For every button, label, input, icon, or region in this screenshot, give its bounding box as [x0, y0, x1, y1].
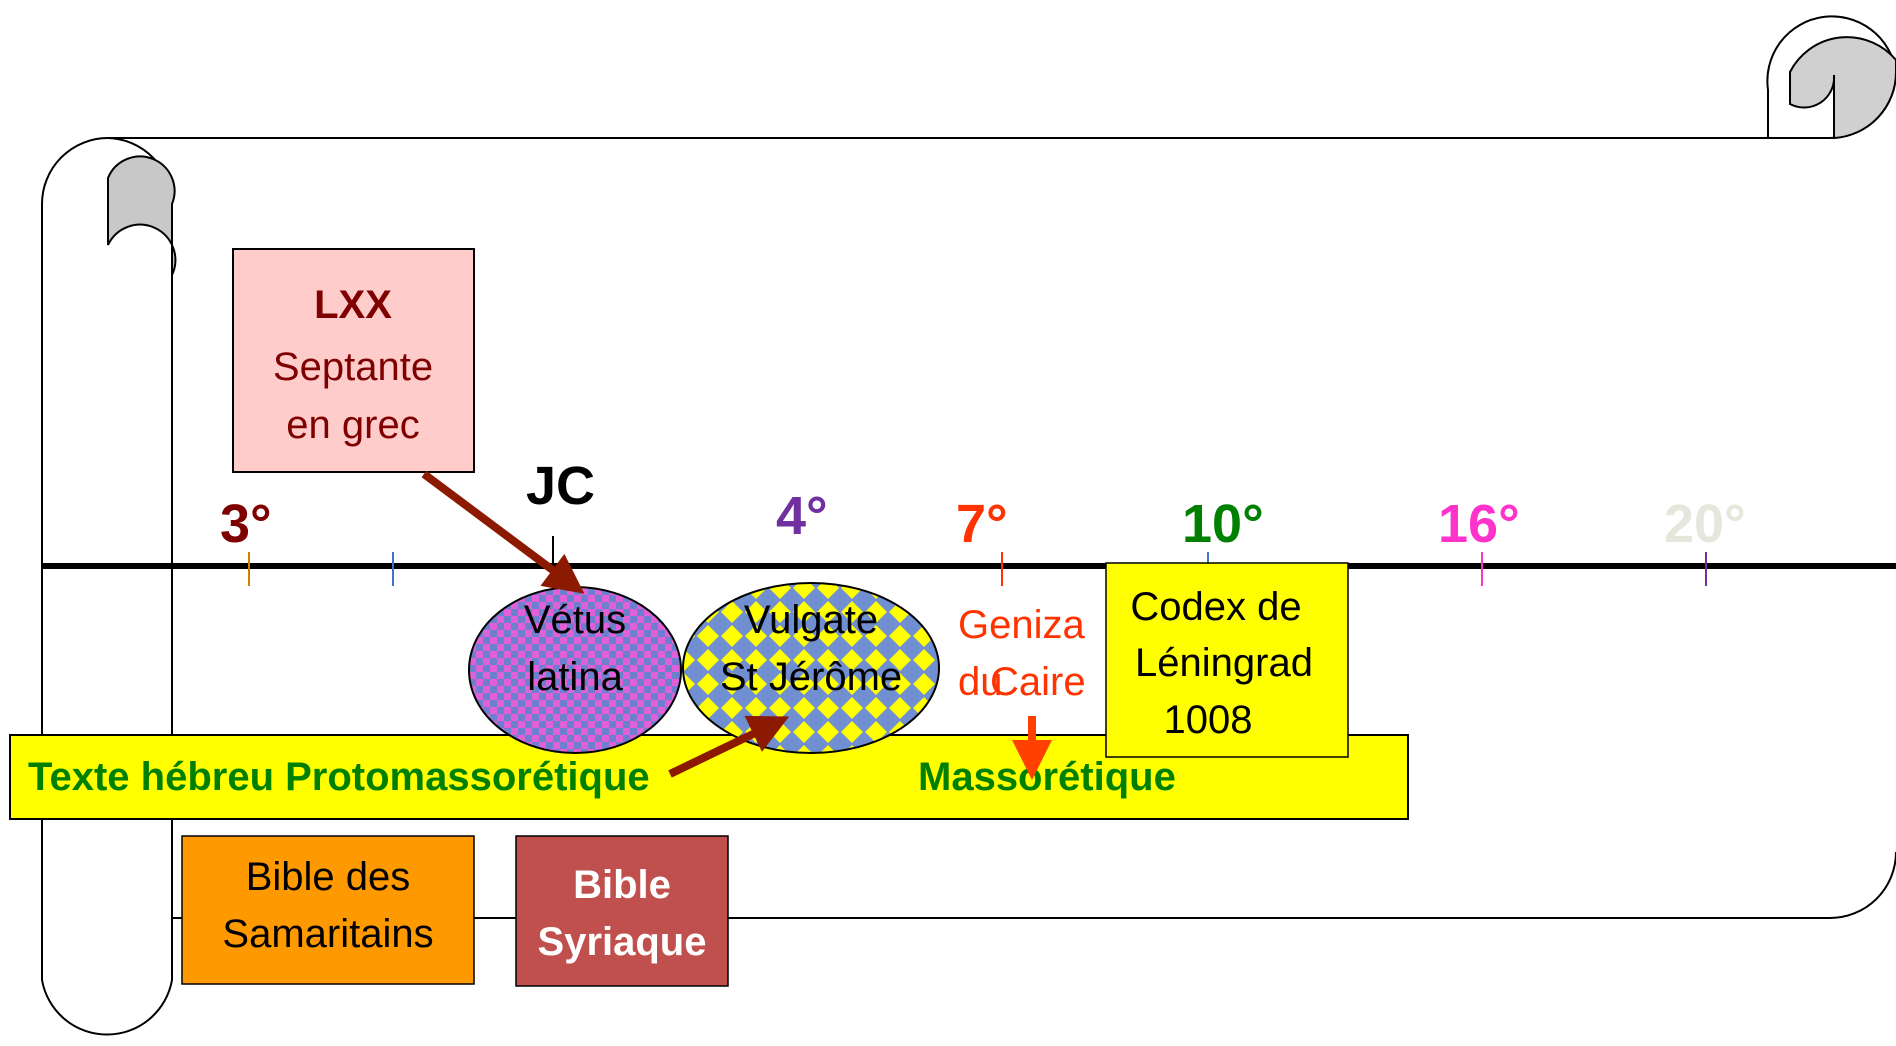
syriac-bible-box [515, 835, 729, 987]
era-4: 4° [776, 486, 828, 546]
vulgate-ellipse [682, 582, 940, 754]
lxx-box [232, 248, 475, 473]
codex-line1: Codex de [1130, 585, 1301, 629]
band-right-label: Massorétique [918, 755, 1176, 799]
codex-line2: Léningrad [1135, 641, 1313, 685]
syriac-line2: Syriaque [538, 920, 707, 964]
lxx-line2: en grec [286, 403, 419, 447]
era-10: 10° [1182, 494, 1264, 554]
lxx-line1: Septante [273, 345, 433, 389]
geniza-line1: Geniza [958, 603, 1085, 647]
era-16: 16° [1438, 494, 1520, 554]
hebrew-to-vulgate-arrow [668, 715, 790, 778]
band-left-label: Texte hébreu Protomassorétique [28, 755, 650, 799]
vetus-line2: latina [527, 655, 623, 699]
vulgate-line2: St Jérôme [720, 655, 902, 699]
samaritans-bible-box [181, 835, 475, 985]
vetus-line1: Vétus [524, 598, 626, 642]
samaritans-line1: Bible des [246, 855, 411, 899]
lxx-title: LXX [314, 283, 392, 327]
vulgate-line1: Vulgate [744, 598, 878, 642]
right-curl-fill [1789, 36, 1896, 140]
geniza-line2: Caire [990, 660, 1086, 704]
lxx-to-vetus-arrow [421, 470, 585, 594]
syriac-line1: Bible [573, 863, 671, 907]
hebrew-text-band [9, 734, 1409, 820]
samaritans-line2: Samaritains [222, 912, 433, 956]
era-7: 7° [956, 494, 1008, 554]
era-3: 3° [220, 494, 272, 554]
codex-leningrad-box [1105, 562, 1349, 758]
geniza-small: du [958, 660, 1003, 704]
left-curl-fill [107, 155, 177, 276]
era-20: 20° [1664, 494, 1746, 554]
codex-line3: 1008 [1164, 698, 1253, 742]
era-jc: JC [526, 456, 595, 516]
